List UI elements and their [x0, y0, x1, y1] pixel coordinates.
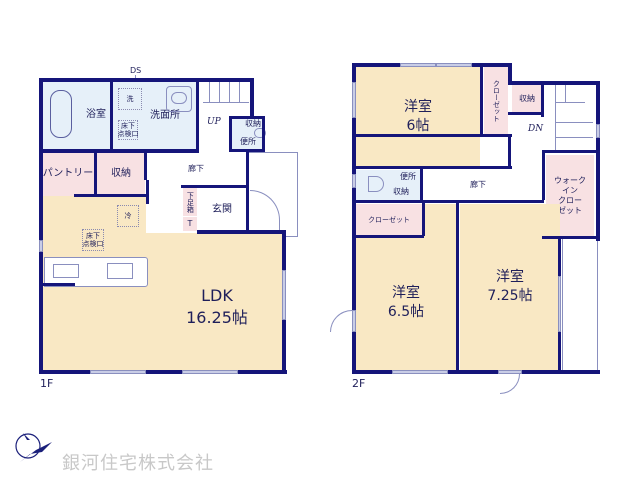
room-hallway-1f: 廊下 — [148, 152, 214, 186]
closet-vertical-label: クローゼット — [492, 79, 501, 122]
north-arrow-bird-logo-icon — [15, 433, 52, 462]
entrance-label: 玄関 — [212, 204, 232, 216]
room-western-6-5: 洋室 6.5帖 — [356, 236, 456, 370]
shoe-box-t-label: T — [187, 219, 193, 228]
room-toilet-2f — [356, 170, 420, 200]
hallway-label: 廊下 — [188, 164, 204, 173]
walk-in-closet-label: ウォーク イン クロー ゼット — [554, 176, 586, 215]
stairs-2f — [545, 82, 595, 152]
fridge-spot: 冷 — [117, 205, 139, 227]
toilet-label: 便所 — [240, 137, 256, 146]
closet-horizontal-label: クローゼット — [368, 215, 410, 224]
closet-horizontal: クローゼット — [356, 204, 422, 236]
room-western-6: 洋室 6帖 — [356, 67, 480, 167]
western3-label: 洋室 — [495, 269, 524, 286]
pantry-label: パントリー — [42, 168, 94, 180]
room-bath: 浴室 — [80, 80, 112, 150]
up-label: UP — [207, 117, 221, 127]
storage-label: 収納 — [111, 168, 131, 180]
door-swing-2f-left[interactable] — [330, 310, 352, 332]
sink-icon — [166, 86, 192, 112]
company-name: 銀河住宅株式会社 — [62, 453, 214, 474]
stairs-1f — [199, 80, 251, 118]
toilet-2f-icon — [368, 176, 384, 192]
shoe-box: 下足箱 — [183, 188, 197, 216]
ldk-size: 16.25帖 — [186, 307, 248, 327]
western1-label: 洋室 — [404, 99, 432, 116]
shoe-box-label: 下足箱 — [186, 191, 195, 213]
bath-label: 浴室 — [86, 109, 106, 121]
western2-label: 洋室 — [391, 285, 420, 302]
western-6-5-entry — [422, 204, 456, 236]
shoe-box-t: T — [183, 217, 197, 231]
storage-2f-label: 収納 — [519, 94, 535, 103]
western3-size: 7.25帖 — [487, 288, 533, 304]
western2-size: 6.5帖 — [387, 304, 425, 320]
room-storage-1f: 収納 — [97, 152, 145, 196]
ldk-label: LDK — [201, 285, 233, 305]
bathtub-area — [42, 80, 80, 150]
kitchen-sink-icon — [107, 263, 133, 279]
bathtub-icon — [50, 90, 72, 138]
western1-size: 6帖 — [406, 118, 430, 134]
toilet-2f-label: 便所 — [400, 172, 416, 181]
washroom-label: 洗面所 — [150, 110, 180, 122]
balcony-outline — [562, 237, 598, 372]
ds-label: DS — [130, 66, 142, 75]
underfloor-hatch-ldk: 床下 点検口 — [82, 229, 104, 251]
room-hallway-2f: 廊下 — [424, 170, 542, 200]
room-western-7-25: 洋室 7.25帖 — [460, 204, 560, 370]
floor-label-2f: 2F — [352, 377, 366, 390]
floor-label-1f: 1F — [40, 377, 54, 390]
dn-label: DN — [528, 124, 544, 134]
toilet-icon — [254, 128, 266, 138]
hallway-2f-label: 廊下 — [470, 180, 486, 189]
toilet-2f-storage-label: 収納 — [393, 187, 409, 196]
room-storage-2f: 収納 — [512, 85, 542, 113]
kitchen-counter — [44, 257, 148, 287]
stove-icon — [53, 264, 79, 278]
room-ldk: LDK 16.25帖 — [42, 233, 282, 370]
washer-spot: 洗 — [118, 88, 142, 110]
room-entrance: 玄関 — [198, 188, 246, 232]
door-swing-2f-bottom[interactable] — [500, 374, 520, 394]
room-pantry: パントリー — [42, 152, 94, 196]
underfloor-hatch-wash: 床下 点検口 — [117, 120, 139, 140]
closet-vertical: クローゼット — [484, 67, 508, 134]
toilet-storage-label: 収納 — [245, 119, 261, 128]
